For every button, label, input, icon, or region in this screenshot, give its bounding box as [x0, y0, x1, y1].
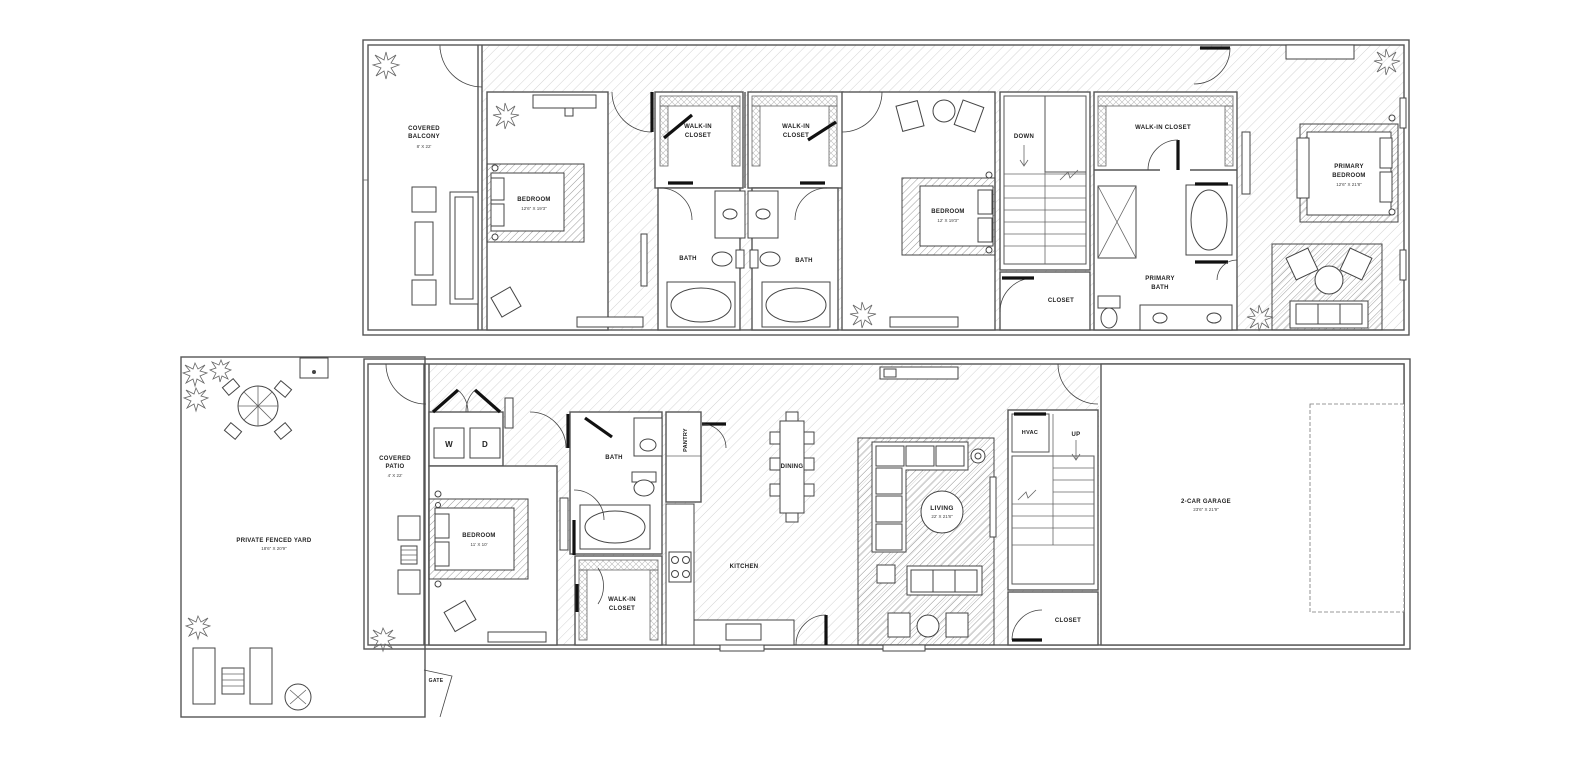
label-bedroom-lower: BEDROOM [462, 533, 495, 539]
label-bath-a: BATH [679, 256, 696, 262]
room-bedroom-3 [841, 91, 996, 331]
label-walkin-closet-primary: WALK-IN CLOSET [1135, 125, 1191, 131]
dims-covered-patio: 4' X 22' [388, 473, 403, 478]
yard-furniture [181, 358, 312, 711]
label-gate: GATE [429, 678, 444, 684]
label-bedroom-3: BEDROOM [931, 209, 964, 215]
dims-bedroom-3: 12' X 19'3" [937, 218, 959, 223]
garage [1100, 363, 1405, 646]
label-pantry: PANTRY [683, 428, 689, 452]
room-primary-bedroom [1193, 44, 1407, 332]
label-closet-lower: CLOSET [1055, 618, 1081, 624]
label-washer: W [445, 440, 453, 449]
dims-primary-bedroom: 12'6" X 21'8" [1336, 182, 1362, 187]
kitchen [665, 503, 828, 652]
lower-stairs [1007, 409, 1099, 646]
laundry [428, 388, 514, 467]
lower-bath [529, 411, 663, 555]
patio-furniture [397, 515, 421, 595]
dining [769, 411, 815, 523]
label-stairs-down: DOWN [1014, 134, 1034, 140]
primary-suite-bath [1093, 91, 1238, 331]
walkin-closet-lower [574, 555, 663, 646]
upper-stairs [999, 91, 1091, 331]
label-bath-b: BATH [795, 258, 812, 264]
label-kitchen: KITCHEN [730, 564, 759, 570]
dims-yard: 18'6" X 20'9" [261, 546, 287, 551]
dims-bedroom-lower: 11' X 10' [471, 542, 488, 547]
label-dining: DINING [781, 464, 804, 470]
label-stairs-up: UP [1072, 432, 1081, 438]
label-closet-upper: CLOSET [1048, 298, 1074, 304]
label-hvac: HVAC [1022, 430, 1038, 436]
label-bath-lower: BATH [605, 455, 622, 461]
label-garage: 2-CAR GARAGE [1181, 499, 1231, 505]
dims-bedroom-2: 12'6" X 19'3" [521, 206, 547, 211]
living [857, 363, 1099, 652]
upper-baths [640, 187, 856, 331]
pantry [665, 411, 727, 503]
room-bedroom-2 [486, 91, 644, 331]
label-living: LIVING [930, 505, 953, 512]
room-bedroom-lower [428, 465, 558, 646]
dims-living: 22' X 21'8" [931, 514, 953, 519]
label-bedroom-2: BEDROOM [517, 197, 550, 203]
walkin-closets [654, 91, 844, 189]
label-dryer: D [482, 440, 488, 449]
dims-garage: 23'6" X 21'9" [1193, 507, 1219, 512]
balcony-furniture [371, 51, 479, 306]
dims-covered-balcony: 8' X 22' [417, 144, 432, 149]
label-yard: PRIVATE FENCED YARD [236, 538, 312, 544]
lower-floor: PRIVATE FENCED YARD 18'6" X 20'9" GATE C… [180, 356, 1411, 718]
